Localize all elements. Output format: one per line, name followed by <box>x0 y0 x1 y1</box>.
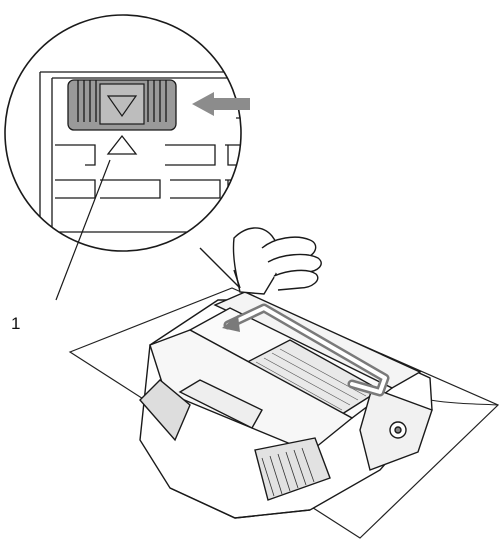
magnified-detail <box>4 14 250 252</box>
triangle-up-icon <box>106 134 138 155</box>
push-arrow-icon <box>192 92 250 116</box>
callout-pointer <box>199 247 241 289</box>
drum-handle <box>178 379 263 429</box>
callout-leader-1 <box>55 159 111 301</box>
hand <box>232 227 322 295</box>
slider-tab <box>67 79 177 131</box>
arrow-head-icon <box>222 315 240 332</box>
triangle-down-icon <box>106 95 138 118</box>
drum-unit <box>139 291 433 519</box>
paper-curl <box>429 399 499 406</box>
callout-label-1: 1 <box>11 314 21 333</box>
